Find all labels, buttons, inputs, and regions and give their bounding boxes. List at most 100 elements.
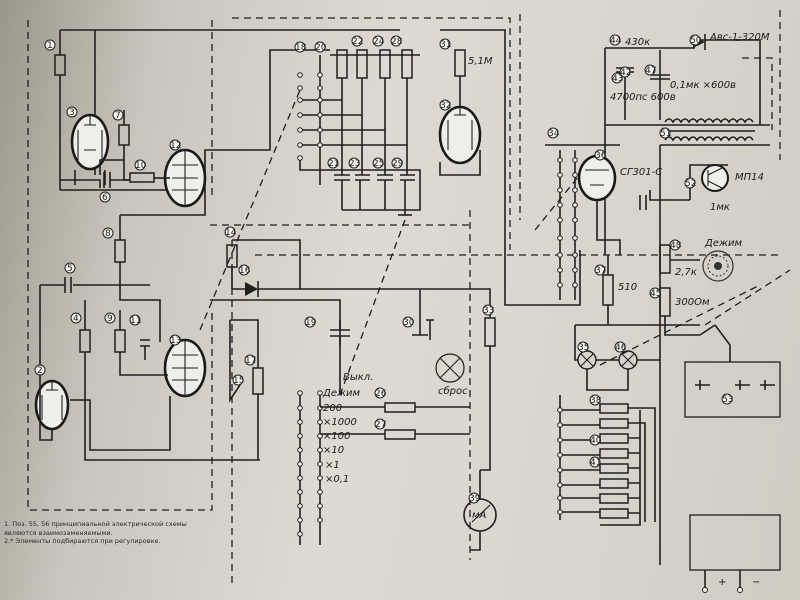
resistor-7 bbox=[118, 124, 130, 146]
resistor-10 bbox=[129, 172, 155, 183]
svg-text:32: 32 bbox=[440, 101, 451, 111]
stabilizer-tube-36 bbox=[577, 154, 617, 202]
label-v-plus: + bbox=[718, 577, 726, 588]
resistor-1 bbox=[54, 54, 66, 76]
label-x100: ×100 bbox=[323, 431, 350, 442]
range-switch-contacts bbox=[557, 407, 563, 515]
svg-text:9: 9 bbox=[107, 314, 113, 324]
svg-text:22: 22 bbox=[352, 37, 363, 47]
label-rect-top: Авс-1-320М bbox=[709, 32, 770, 43]
svg-text:24: 24 bbox=[373, 37, 385, 47]
label-300: 300Ом bbox=[675, 297, 710, 308]
svg-text:44: 44 bbox=[610, 36, 622, 46]
svg-text:5: 5 bbox=[67, 264, 73, 274]
svg-text:35: 35 bbox=[578, 343, 589, 353]
label-v-minus: − bbox=[752, 577, 760, 588]
resistor-8 bbox=[114, 239, 126, 263]
svg-text:25: 25 bbox=[373, 159, 384, 169]
resistor-9 bbox=[114, 329, 126, 353]
label-meter: мА bbox=[472, 510, 487, 521]
svg-text:16: 16 bbox=[239, 266, 251, 276]
svg-text:46: 46 bbox=[615, 343, 627, 353]
svg-text:20: 20 bbox=[315, 43, 327, 53]
svg-text:6: 6 bbox=[102, 193, 108, 203]
svg-text:38: 38 bbox=[590, 396, 602, 406]
svg-text:30: 30 bbox=[403, 318, 415, 328]
dezhim-dial bbox=[702, 250, 734, 282]
label-x1000: ×1000 bbox=[323, 417, 357, 428]
svg-text:51: 51 bbox=[660, 129, 671, 139]
resistor-510 bbox=[602, 274, 614, 306]
range-resistors bbox=[599, 403, 629, 519]
label-r5-1m: 5,1М bbox=[468, 56, 493, 67]
label-200: 200 bbox=[323, 403, 342, 414]
resistor-33 bbox=[484, 317, 496, 347]
switch-34-contacts bbox=[557, 157, 578, 288]
label-x01: ×0,1 bbox=[325, 474, 349, 485]
reset-indicator bbox=[435, 353, 465, 383]
label-transistor: МП14 bbox=[735, 172, 764, 183]
transistor-52 bbox=[701, 164, 729, 192]
resistor-49 bbox=[659, 287, 671, 317]
svg-text:13: 13 bbox=[170, 336, 181, 346]
label-cap0047: 4700пс 600в bbox=[610, 92, 676, 103]
svg-text:15: 15 bbox=[233, 376, 244, 386]
resistor-17 bbox=[252, 367, 264, 395]
svg-text:3: 3 bbox=[69, 108, 75, 118]
footnote-1: 1. Поз. 55, 56 принципиальной электричес… bbox=[4, 520, 187, 537]
label-430k: 430к bbox=[625, 37, 650, 48]
svg-text:40: 40 bbox=[590, 436, 602, 446]
svg-text:41: 41 bbox=[590, 458, 601, 468]
resistor-27 bbox=[384, 429, 416, 440]
svg-text:36: 36 bbox=[595, 151, 607, 161]
label-x10: ×10 bbox=[323, 445, 344, 456]
svg-text:12: 12 bbox=[170, 141, 181, 151]
svg-text:10: 10 bbox=[135, 161, 147, 171]
svg-text:53: 53 bbox=[722, 395, 733, 405]
component-numbers: 1 2 3 5 4 6 7 8 9 10 11 12 13 14 15 16 1… bbox=[34, 34, 733, 504]
label-1mk: 1мк bbox=[710, 202, 730, 213]
svg-text:1: 1 bbox=[47, 41, 53, 51]
svg-text:52: 52 bbox=[685, 179, 696, 189]
svg-text:2: 2 bbox=[37, 366, 43, 376]
svg-text:43: 43 bbox=[612, 74, 623, 84]
label-510: 510 bbox=[618, 282, 637, 293]
svg-text:48: 48 bbox=[670, 241, 682, 251]
svg-text:33: 33 bbox=[483, 306, 494, 316]
battery-block-53 bbox=[684, 361, 781, 418]
svg-text:34: 34 bbox=[548, 129, 560, 139]
svg-text:26: 26 bbox=[375, 389, 387, 399]
label-dezhim-switch: Дежим bbox=[322, 388, 360, 399]
svg-text:4: 4 bbox=[73, 314, 79, 324]
potentiometer-48 bbox=[659, 244, 671, 274]
svg-text:27: 27 bbox=[375, 420, 386, 430]
svg-text:31: 31 bbox=[440, 40, 451, 50]
svg-text:11: 11 bbox=[130, 316, 141, 326]
svg-text:39: 39 bbox=[469, 494, 481, 504]
svg-text:42: 42 bbox=[620, 68, 631, 78]
svg-text:8: 8 bbox=[105, 229, 111, 239]
resistor-26 bbox=[384, 402, 416, 413]
label-dezhim-right: Дежим bbox=[704, 238, 742, 249]
label-stab: СГ301-С bbox=[620, 167, 662, 178]
footnote-2: 2.* Элементы подбираются при регулировке… bbox=[4, 537, 161, 545]
label-vykl: Выкл. bbox=[343, 372, 373, 383]
svg-text:7: 7 bbox=[115, 111, 121, 121]
label-x1: ×1 bbox=[325, 460, 340, 471]
svg-text:47: 47 bbox=[645, 66, 656, 76]
svg-text:23: 23 bbox=[349, 159, 360, 169]
label-2-7k: 2,7к bbox=[675, 267, 697, 278]
resistor-31 bbox=[454, 49, 466, 77]
svg-text:19: 19 bbox=[305, 318, 317, 328]
svg-text:29: 29 bbox=[392, 159, 404, 169]
label-sbros: сброс bbox=[438, 385, 468, 397]
svg-text:28: 28 bbox=[391, 37, 403, 47]
label-cap01: 0,1мк ×600в bbox=[670, 80, 736, 91]
power-box bbox=[689, 514, 781, 571]
footnotes: 1. Поз. 55, 56 принципиальной электричес… bbox=[4, 520, 204, 546]
svg-text:50: 50 bbox=[690, 36, 702, 46]
svg-text:37: 37 bbox=[595, 266, 606, 276]
multiplier-switch-contacts bbox=[297, 390, 323, 537]
